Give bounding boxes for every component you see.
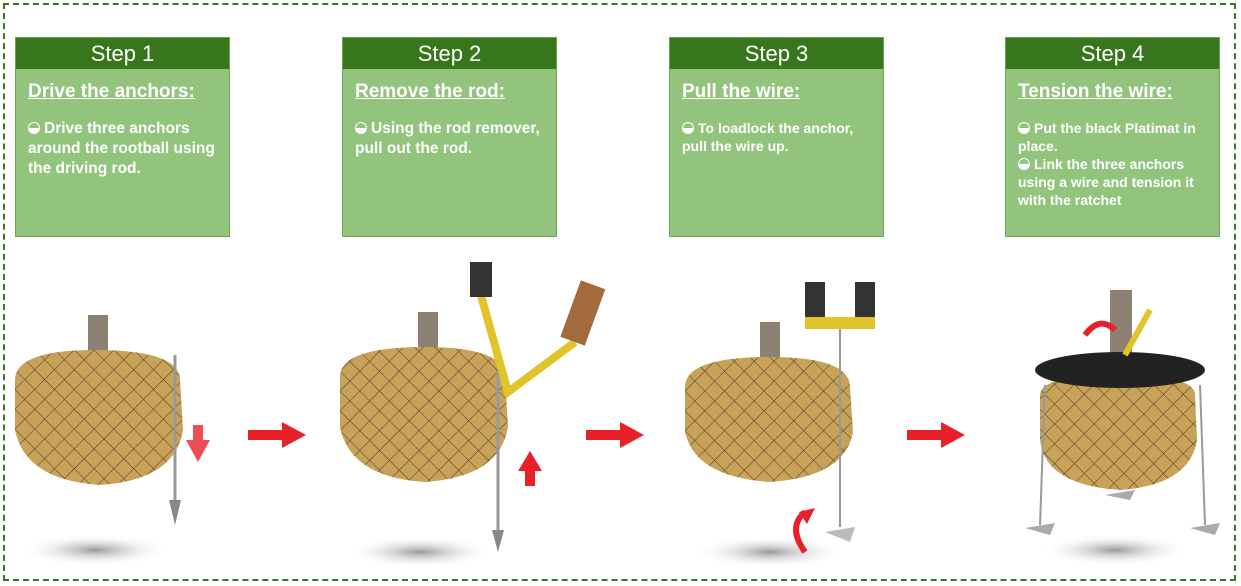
step-3-card: Step 3 Pull the wire: To loadlock the an… [669,37,884,237]
bullet-icon [355,122,367,134]
step-instruction: Link the three anchors using a wire and … [1018,156,1194,208]
bullet-icon [28,122,40,134]
step-title: Tension the wire: [1018,81,1173,102]
rootball-illustration-step-3 [685,282,875,568]
dashed-frame [3,3,1236,581]
step-1-card: Step 1 Drive the anchors: Drive three an… [15,37,230,237]
right-arrow-icon [248,422,306,448]
step-4-card: Step 4 Tension the wire: Put the black P… [1005,37,1220,237]
step-instruction: Using the rod remover, pull out the rod. [355,120,540,157]
rootball-illustration-step-1 [15,315,210,566]
rootball-illustration-step-2 [340,262,606,568]
step-instruction: Put the black Platimat in place. [1018,120,1196,154]
step-instruction: To loadlock the anchor, pull the wire up… [682,120,854,154]
right-arrow-icon [586,422,644,448]
step-header: Step 3 [670,38,883,69]
bullet-icon [1018,122,1030,134]
step-2-card: Step 2 Remove the rod: Using the rod rem… [342,37,557,237]
step-header: Step 2 [343,38,556,69]
bullet-icon [1018,158,1030,170]
right-arrow-icon [907,422,965,448]
bullet-icon [682,122,694,134]
step-title: Drive the anchors: [28,81,195,102]
step-header: Step 4 [1006,38,1219,69]
step-header: Step 1 [16,38,229,69]
step-title: Remove the rod: [355,81,505,102]
step-title: Pull the wire: [682,81,801,102]
step-instruction: Drive three anchors around the rootball … [28,120,215,177]
rootball-illustration-step-4 [1025,290,1220,566]
